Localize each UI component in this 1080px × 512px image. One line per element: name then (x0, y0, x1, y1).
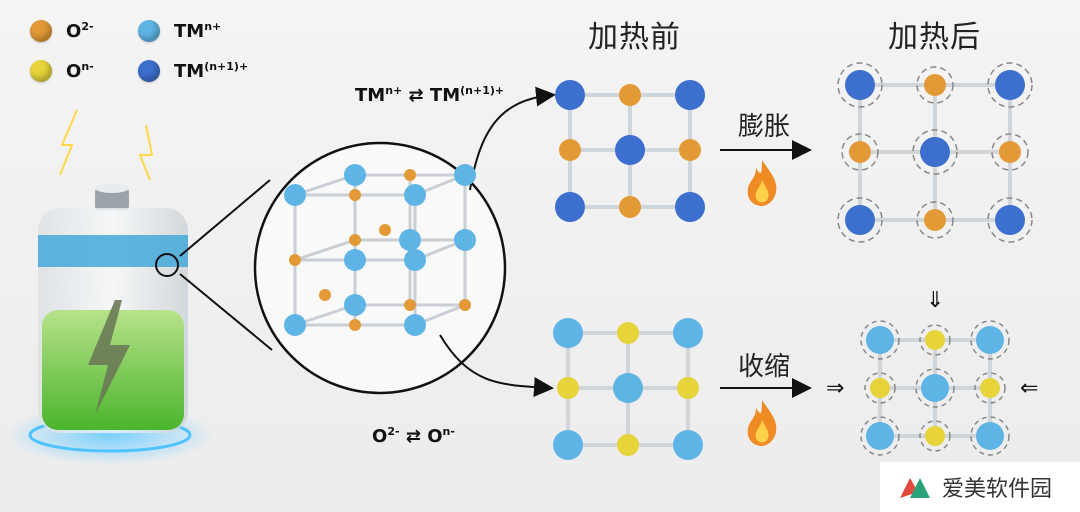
oxygen-n-dot-icon (30, 60, 52, 82)
watermark-text: 爱美软件园 (942, 477, 1053, 502)
lattice-before-bottom (553, 318, 703, 460)
lattice-after-top (837, 62, 1033, 243)
legend-tmn-label: TM (174, 21, 205, 42)
eq-tm-right-sup: (n+1)+ (460, 84, 505, 97)
legend-tmn1-sup: (n+1)+ (204, 60, 249, 73)
compress-right-arrow-icon: ⇒ (826, 376, 845, 401)
watermark: 爱美软件园 (880, 462, 1080, 512)
lattice-after-bottom (860, 320, 1010, 456)
legend-tmn1: TM(n+1)+ (138, 60, 248, 82)
legend-o2: O2- (30, 20, 94, 42)
spark-icon-2 (138, 124, 154, 181)
lattice-before-top (555, 80, 705, 222)
watermark-logo-icon (900, 478, 930, 498)
title-after-heating: 加热后 (888, 20, 981, 55)
equilibrium-arrow-icon: ⇄ (408, 85, 424, 106)
flame-icon-2 (747, 400, 777, 446)
zoom-circle (253, 141, 507, 395)
battery-band (38, 235, 188, 267)
eq-o-left: O (372, 426, 388, 447)
title-before-heating: 加热前 (588, 20, 681, 55)
legend-o2-label: O (66, 21, 82, 42)
flame-icon (747, 160, 777, 206)
compress-down-arrow-icon: ⇓ (926, 288, 945, 313)
eq-tm-right: TM (429, 85, 461, 106)
compress-left-arrow-icon: ⇐ (1020, 376, 1039, 401)
legend-o2-sup: 2- (81, 20, 94, 33)
eq-o-right: O (427, 426, 443, 447)
legend-tmn1-label: TM (174, 61, 205, 82)
expand-label: 膨胀 (738, 112, 791, 142)
legend-on: On- (30, 60, 94, 82)
zoom-line-top (179, 179, 271, 257)
equilibrium-arrow-icon-2: ⇄ (405, 426, 421, 447)
zoom-source-circle (155, 253, 179, 277)
eq-o-right-sup: n- (442, 425, 455, 438)
crystal-lattice-3d (284, 164, 476, 336)
eq-tm-left-sup: n+ (385, 84, 403, 97)
eq-o-left-sup: 2- (387, 425, 400, 438)
legend-tmn-sup: n+ (204, 20, 222, 33)
eq-tm-left: TM (355, 85, 386, 106)
o-redox-equation: O2- ⇄ On- (372, 425, 455, 447)
tm-n-dot-icon (138, 20, 160, 42)
legend-tmn: TMn+ (138, 20, 221, 42)
lightning-icon (88, 300, 130, 415)
legend-on-label: O (66, 61, 82, 82)
oxygen-2-dot-icon (30, 20, 52, 42)
shrink-label: 收缩 (738, 352, 791, 382)
spark-icon (59, 109, 78, 176)
zoom-line-bottom (179, 273, 273, 351)
tm-redox-equation: TMn+ ⇄ TM(n+1)+ (355, 84, 504, 106)
battery-terminal (95, 188, 129, 210)
legend-on-sup: n- (81, 60, 94, 73)
battery-icon (5, 109, 215, 465)
arrow-to-before-bottom (439, 334, 554, 398)
tm-n1-dot-icon (138, 60, 160, 82)
